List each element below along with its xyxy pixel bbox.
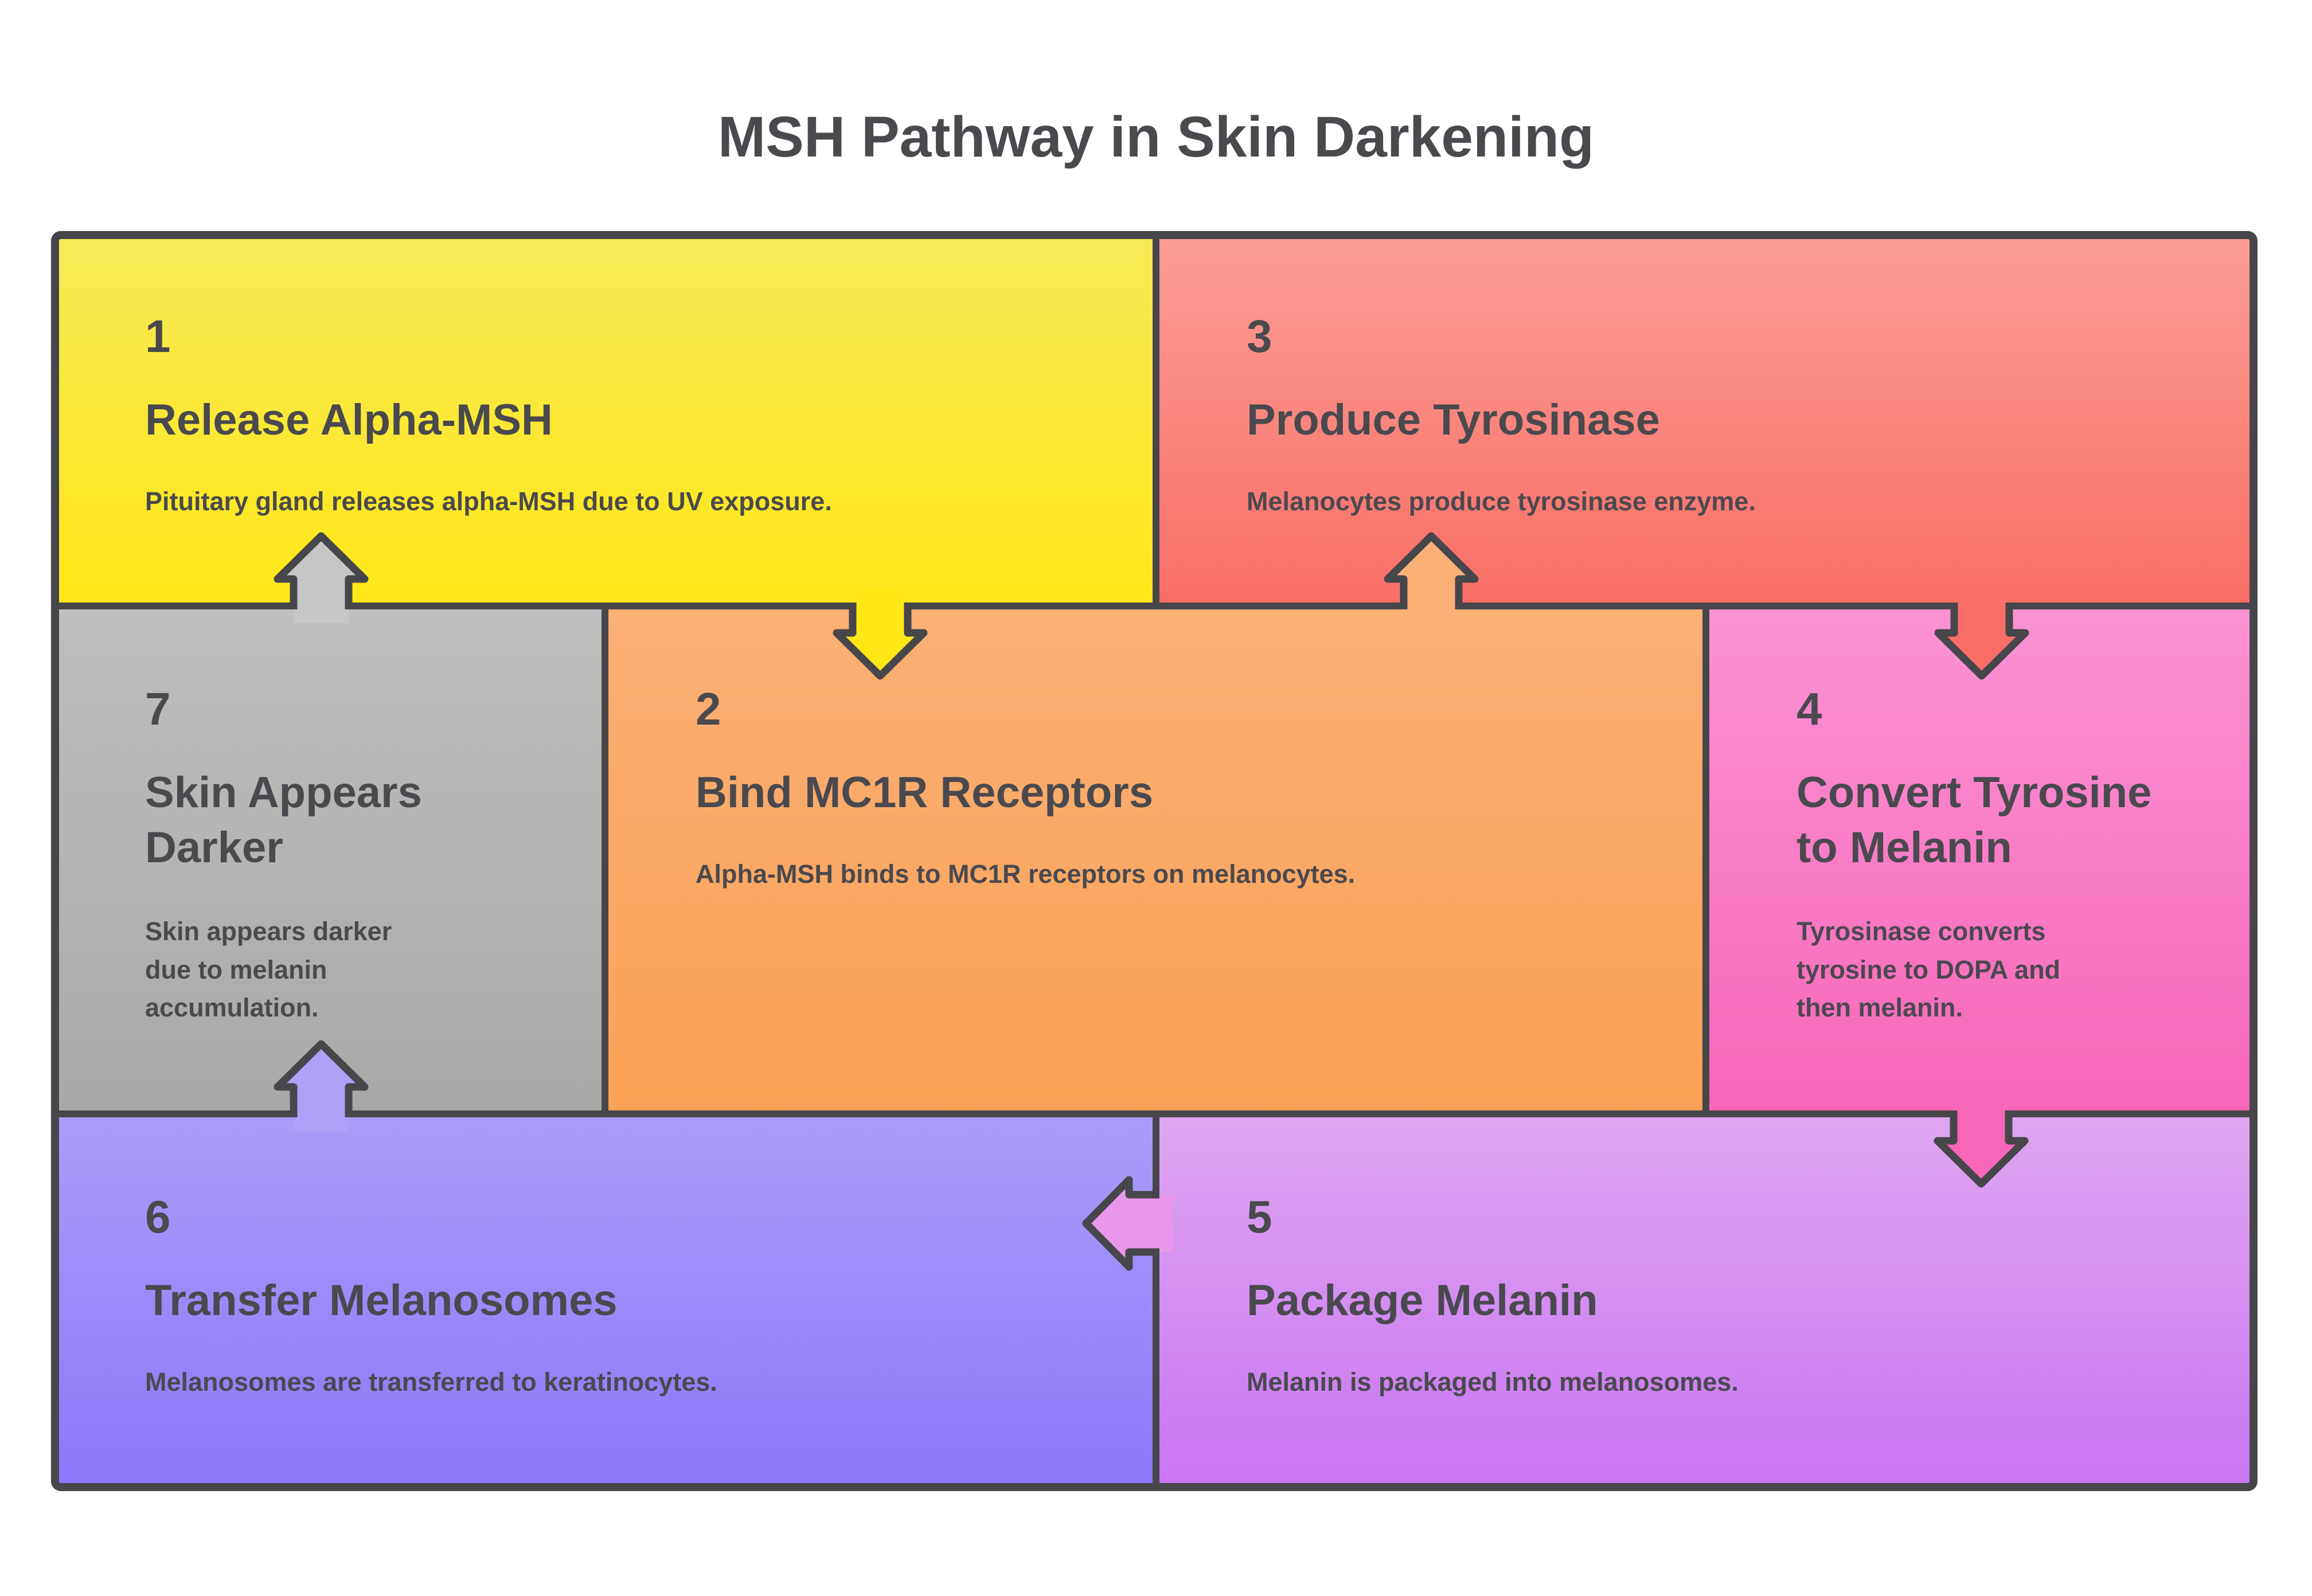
arrow-step2-to-step3-up-icon <box>1384 532 1479 623</box>
arrow-step4-to-step5-down-icon <box>1934 1097 2029 1188</box>
step-1-title: Release Alpha-MSH <box>145 396 553 444</box>
step-2-number: 2 <box>696 683 721 734</box>
step-2-title: Bind MC1R Receptors <box>696 768 1154 817</box>
block-4-convert-tyrosine <box>1706 606 2254 1114</box>
arrow-step7-to-step1-up-icon <box>274 532 369 623</box>
arrow-step3-to-step4-down-icon <box>1934 589 2029 680</box>
step-5-description: Melanin is packaged into melanosomes. <box>1247 1367 1739 1396</box>
step-5-number: 5 <box>1247 1191 1272 1242</box>
step-7-title: Skin Appears Darker <box>145 768 422 872</box>
step-2-description: Alpha-MSH binds to MC1R receptors on mel… <box>696 859 1356 889</box>
step-6-description: Melanosomes are transferred to keratinoc… <box>145 1367 717 1396</box>
step-5-title: Package Melanin <box>1247 1276 1598 1325</box>
arrow-step5-to-step6-left-icon <box>1082 1176 1173 1271</box>
block-3-produce-tyrosinase <box>1156 235 2254 606</box>
block-1-release-alpha-msh <box>55 235 1156 606</box>
block-7-skin-appears-darker <box>55 606 605 1114</box>
step-4-title: Convert Tyrosine to Melanin <box>1797 768 2152 872</box>
step-7-number: 7 <box>145 683 171 734</box>
step-3-description: Melanocytes produce tyrosinase enzyme. <box>1247 487 1756 516</box>
step-4-description: Tyrosinase converts tyrosine to DOPA and… <box>1797 917 2061 1023</box>
grid-borders <box>51 231 2258 1491</box>
block-2-bind-mc1r-receptors <box>605 606 1706 1114</box>
block-6-transfer-melanosomes <box>55 1114 1156 1487</box>
step-6-title: Transfer Melanosomes <box>145 1276 618 1325</box>
arrow-step6-to-step7-up-icon <box>274 1040 369 1131</box>
step-1-number: 1 <box>145 311 171 362</box>
step-6-number: 6 <box>145 1191 171 1242</box>
step-7-description: Skin appears darker due to melanin accum… <box>145 917 392 1023</box>
step-4-number: 4 <box>1797 683 1822 734</box>
block-5-package-melanin <box>1156 1114 2254 1487</box>
step-1-description: Pituitary gland releases alpha-MSH due t… <box>145 487 832 516</box>
step-3-number: 3 <box>1247 311 1272 362</box>
arrow-step1-to-step2-down-icon <box>833 589 928 680</box>
step-3-title: Produce Tyrosinase <box>1247 396 1660 444</box>
page-title: MSH Pathway in Skin Darkening <box>717 105 1595 169</box>
